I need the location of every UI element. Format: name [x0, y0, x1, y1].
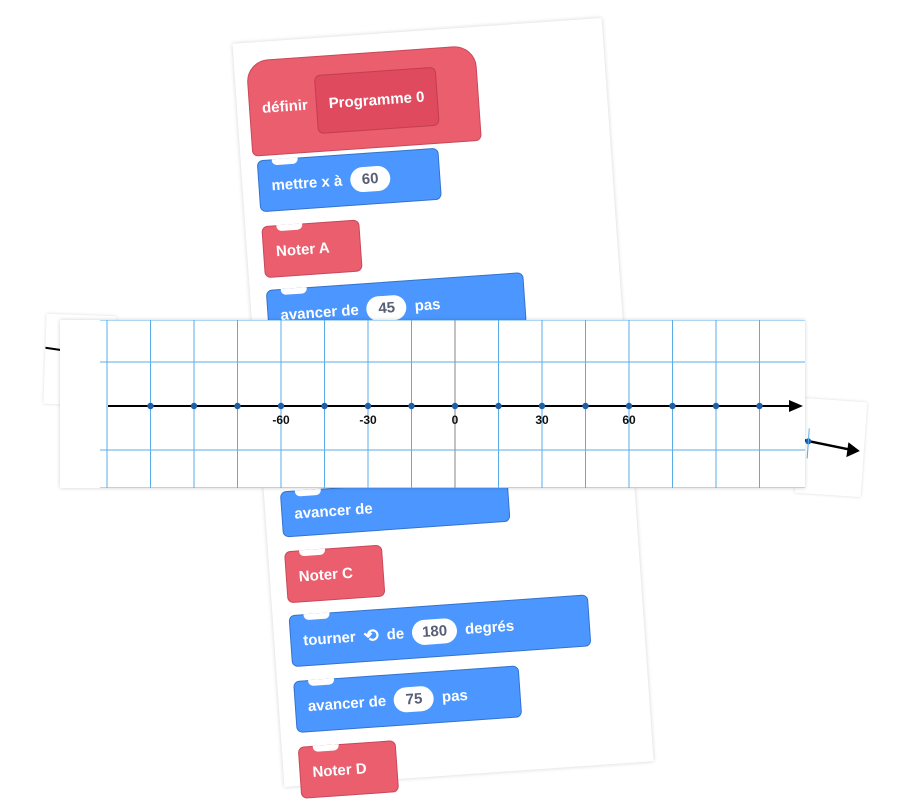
number-line-grid [100, 320, 805, 488]
move-45-value-input[interactable]: 45 [365, 293, 408, 322]
note-d-block[interactable]: Noter D [297, 740, 400, 799]
define-name[interactable]: Programme 0 [313, 66, 440, 134]
note-a-block[interactable]: Noter A [261, 219, 363, 279]
tick-dot [364, 402, 372, 410]
tick-dot [756, 402, 763, 410]
tick-label: 30 [535, 413, 549, 427]
tick-dot [712, 402, 720, 410]
tick-dot [321, 402, 328, 410]
number-line-axis [108, 400, 803, 412]
tick-dot [625, 402, 633, 410]
note-c-label: Noter C [298, 564, 354, 585]
move-75-block[interactable]: avancer de 75 pas [293, 665, 523, 734]
tick-dot [582, 402, 589, 410]
turn-value-input[interactable]: 180 [411, 617, 458, 646]
turn-mid-label: de [386, 624, 405, 643]
number-line-ticks [147, 402, 763, 410]
note-d-label: Noter D [311, 759, 368, 781]
tick-dot [408, 402, 415, 410]
move-75-value-input[interactable]: 75 [393, 684, 435, 713]
right-paper-scrap [794, 397, 868, 498]
note-a-label: Noter A [275, 239, 331, 260]
tick-dot [495, 402, 502, 410]
turn-label: tourner [302, 628, 357, 649]
rotate-left-icon: ⟲ [362, 624, 380, 646]
tick-dot [147, 402, 154, 410]
tick-label: -60 [272, 413, 290, 427]
set-x-value-input[interactable]: 60 [349, 164, 391, 193]
tick-dot [538, 402, 546, 410]
turn-block[interactable]: tourner ⟲ de 180 degrés [288, 594, 592, 668]
tick-dot [277, 402, 285, 410]
axis-arrow-icon [789, 400, 803, 412]
number-line: -60 -30 0 30 60 [100, 320, 805, 488]
move-75-label: avancer de [307, 692, 387, 715]
tick-dot [669, 402, 676, 410]
move-75-suffix: pas [441, 686, 469, 706]
tick-dot [190, 402, 198, 410]
define-label: définir [261, 96, 309, 117]
set-x-block[interactable]: mettre x à 60 [256, 147, 442, 213]
tick-dot [451, 402, 459, 410]
number-line-labels: -60 -30 0 30 60 [272, 413, 636, 427]
turn-suffix: degrés [464, 617, 515, 638]
move-hidden-label: avancer de [293, 499, 374, 523]
tick-label: -30 [359, 413, 377, 427]
number-line-card: -60 -30 0 30 60 [60, 320, 805, 488]
tick-label: 0 [452, 413, 459, 427]
set-x-label: mettre x à [270, 172, 343, 194]
move-45-suffix: pas [414, 295, 441, 315]
tick-label: 60 [622, 413, 636, 427]
note-c-block[interactable]: Noter C [284, 544, 386, 604]
tick-dot [234, 402, 241, 410]
define-block[interactable]: définir Programme 0 [245, 44, 482, 157]
